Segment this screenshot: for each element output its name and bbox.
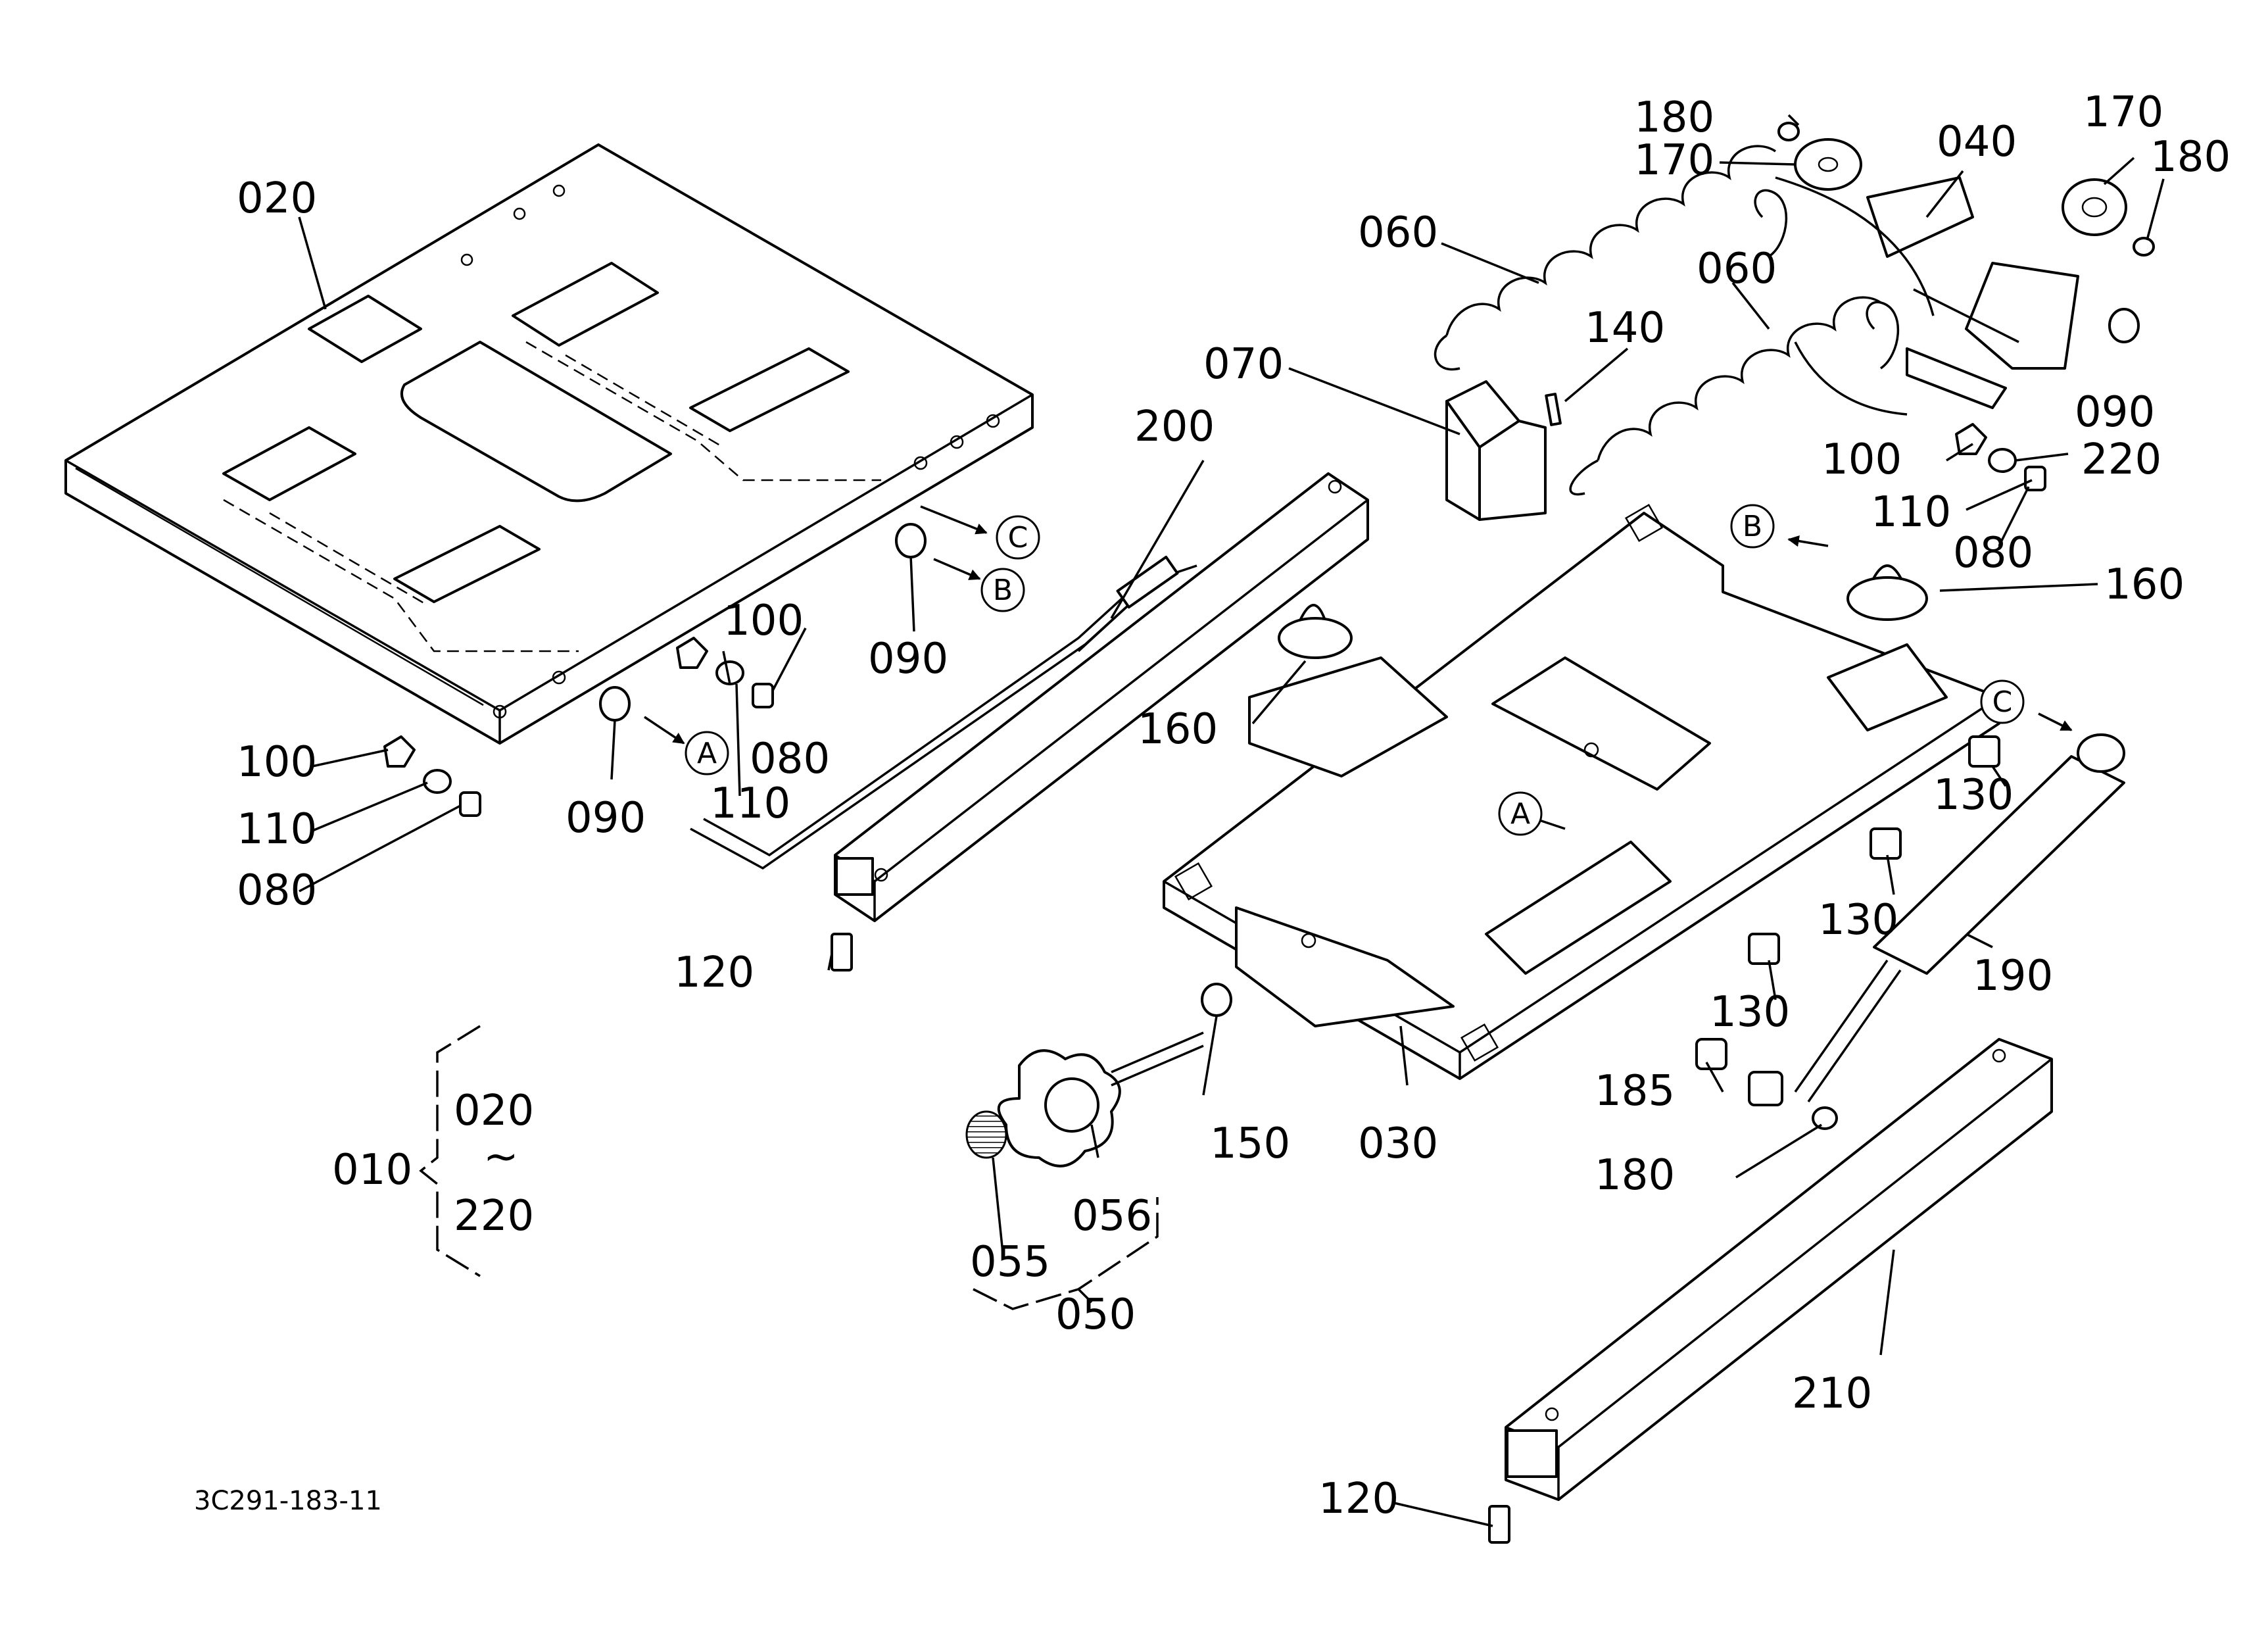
label-120-left: 120: [674, 948, 754, 997]
label-100-mid: 100: [723, 597, 804, 645]
label-010: 010: [332, 1146, 412, 1194]
label-040: 040: [1937, 118, 2017, 166]
label-090-left: 090: [566, 794, 646, 843]
svg-text:B: B: [1743, 510, 1762, 543]
cap-055: [965, 1110, 1007, 1159]
knob-bracket-050: 055 056 050: [970, 1192, 1159, 1339]
label-180-right: 180: [2150, 133, 2231, 182]
label-180-bottom: 180: [1595, 1151, 1675, 1200]
label-020: 020: [237, 174, 317, 223]
pin-140: [1545, 393, 1562, 426]
label-110-right: 110: [1871, 488, 1951, 537]
label-030: 030: [1358, 1119, 1438, 1168]
label-220: 220: [2081, 435, 2161, 484]
ref-c-right: C: [1980, 679, 2025, 724]
spring-060-upper: [1434, 145, 1788, 371]
label-010-tilde: ~: [483, 1133, 519, 1181]
label-130-top: 130: [1933, 771, 2014, 820]
label-130-low: 130: [1710, 988, 1790, 1037]
assembly-bracket-010: 010 020 ~ 220: [332, 1025, 534, 1277]
diagram-code: 3C291-183-11: [194, 1486, 382, 1516]
label-170-top: 170: [1634, 136, 1714, 185]
label-180-top: 180: [1634, 93, 1714, 142]
svg-text:A: A: [697, 737, 717, 770]
label-010-from: 020: [454, 1087, 534, 1135]
bracket-070: [1445, 380, 1547, 521]
bumper-160-left: [1278, 604, 1353, 659]
knob-056: [997, 1031, 1204, 1168]
label-080-right: 080: [1953, 529, 2033, 578]
label-060-lower: 060: [1697, 245, 1777, 293]
svg-text:C: C: [1992, 685, 2013, 719]
ref-b-left: B: [980, 568, 1025, 612]
label-120-right: 120: [1318, 1475, 1399, 1523]
label-150: 150: [1210, 1119, 1290, 1168]
label-080-left: 080: [237, 866, 317, 915]
label-080-mid: 080: [750, 735, 830, 783]
label-060-upper: 060: [1358, 209, 1438, 257]
svg-text:B: B: [993, 574, 1013, 607]
bumper-160-right: [1846, 564, 1928, 621]
label-090-mid: 090: [868, 635, 948, 683]
hardware-left: [383, 523, 927, 971]
ref-c-left: C: [996, 515, 1040, 560]
label-160-left: 160: [1138, 705, 1218, 754]
callout-labels: 020 180 170 040 170 180 060 060 140 070 …: [237, 88, 2231, 1523]
label-130-mid: 130: [1818, 896, 1898, 945]
roller-170-right: [2062, 178, 2127, 236]
ref-a-left: A: [685, 731, 729, 775]
label-190: 190: [1973, 952, 2053, 1000]
label-100-left: 100: [237, 738, 317, 787]
label-210: 210: [1792, 1369, 1872, 1418]
damper-190: [1794, 733, 2125, 1103]
lever-040: [1775, 176, 2079, 416]
label-140: 140: [1585, 304, 1665, 353]
seat-plate-020: [64, 143, 1034, 745]
label-055: 055: [970, 1238, 1050, 1287]
svg-text:C: C: [1008, 521, 1028, 554]
label-170-right: 170: [2083, 88, 2163, 137]
label-110-left: 110: [237, 805, 317, 854]
spring-060-lower: [1569, 296, 1900, 496]
label-200: 200: [1134, 403, 1215, 451]
leader-lines: [298, 114, 2165, 1527]
rail-200: [690, 472, 1369, 922]
label-100-right: 100: [1822, 435, 1902, 484]
label-070: 070: [1203, 340, 1284, 389]
label-010-to: 220: [454, 1192, 534, 1241]
label-160-right: 160: [2104, 560, 2184, 609]
label-056: 056: [1072, 1192, 1152, 1241]
label-050: 050: [1055, 1291, 1136, 1339]
rail-210: [1505, 1038, 2053, 1501]
label-185: 185: [1595, 1067, 1675, 1116]
ref-a-right: A: [1498, 791, 1543, 836]
washer-150: [1201, 983, 1232, 1017]
roller-170-left: [1794, 138, 1862, 191]
ref-b-right: B: [1730, 504, 1775, 549]
label-090-right: 090: [2075, 388, 2155, 437]
svg-text:A: A: [1510, 797, 1530, 831]
base-frame-030: [1163, 503, 2000, 1080]
label-110-mid: 110: [710, 779, 790, 828]
